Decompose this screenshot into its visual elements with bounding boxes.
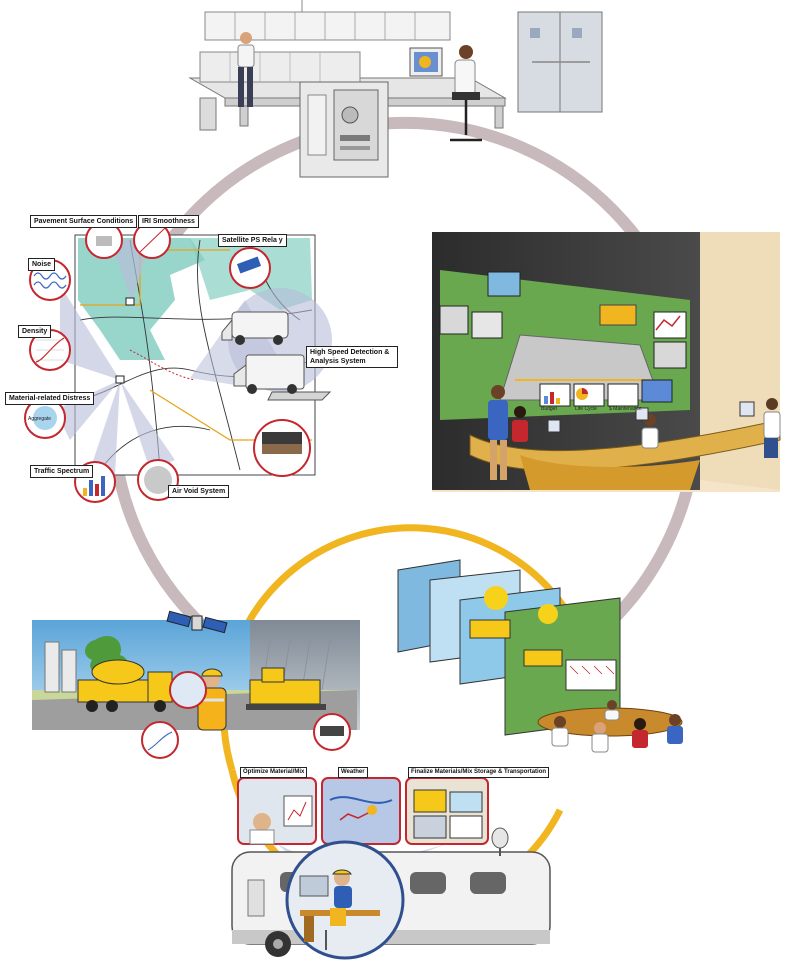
label-high-speed-detection: High Speed Detection & Analysis System (306, 346, 398, 368)
field-paving-scene (32, 610, 360, 759)
mobile-lab-scene (231, 777, 551, 960)
map-highlight-region (78, 238, 205, 360)
label-material-related-distress: Material-related Distress (5, 392, 95, 405)
label-weather: Weather (338, 767, 368, 778)
label-iri-smoothness: IRI Smoothness (138, 215, 199, 228)
label-pavement-surface-conditions: Pavement Surface Conditions (30, 215, 138, 228)
screen-label-maintenance: $ Maintenance (609, 406, 642, 412)
laboratory-scene (188, 0, 603, 178)
panel-weather (321, 777, 401, 845)
screen-label-budget: Budget (541, 406, 557, 412)
label-satellite: Satellite PS Rela y (218, 234, 287, 247)
label-air-void-system: Air Void System (168, 485, 230, 498)
briefing-room-scene (397, 559, 683, 753)
map-panel (24, 221, 332, 503)
label-optimize-material-mix: Optimize Material/Mix (240, 767, 308, 778)
label-noise: Noise (28, 258, 56, 271)
inspection-van-1 (221, 311, 289, 345)
label-aggregate: Aggregate (28, 416, 52, 422)
inspection-van-2 (233, 354, 332, 401)
screen-label-life-cycle: Life Cycle (575, 406, 597, 412)
label-density: Density (18, 325, 52, 338)
control-room-scene (432, 232, 781, 492)
label-traffic-spectrum: Traffic Spectrum (30, 465, 94, 478)
field-detail-aggregate (169, 671, 207, 709)
satellite-graphic (166, 610, 228, 634)
label-finalize-materials: Finalize Materials/Mix Storage & Transpo… (408, 767, 550, 778)
